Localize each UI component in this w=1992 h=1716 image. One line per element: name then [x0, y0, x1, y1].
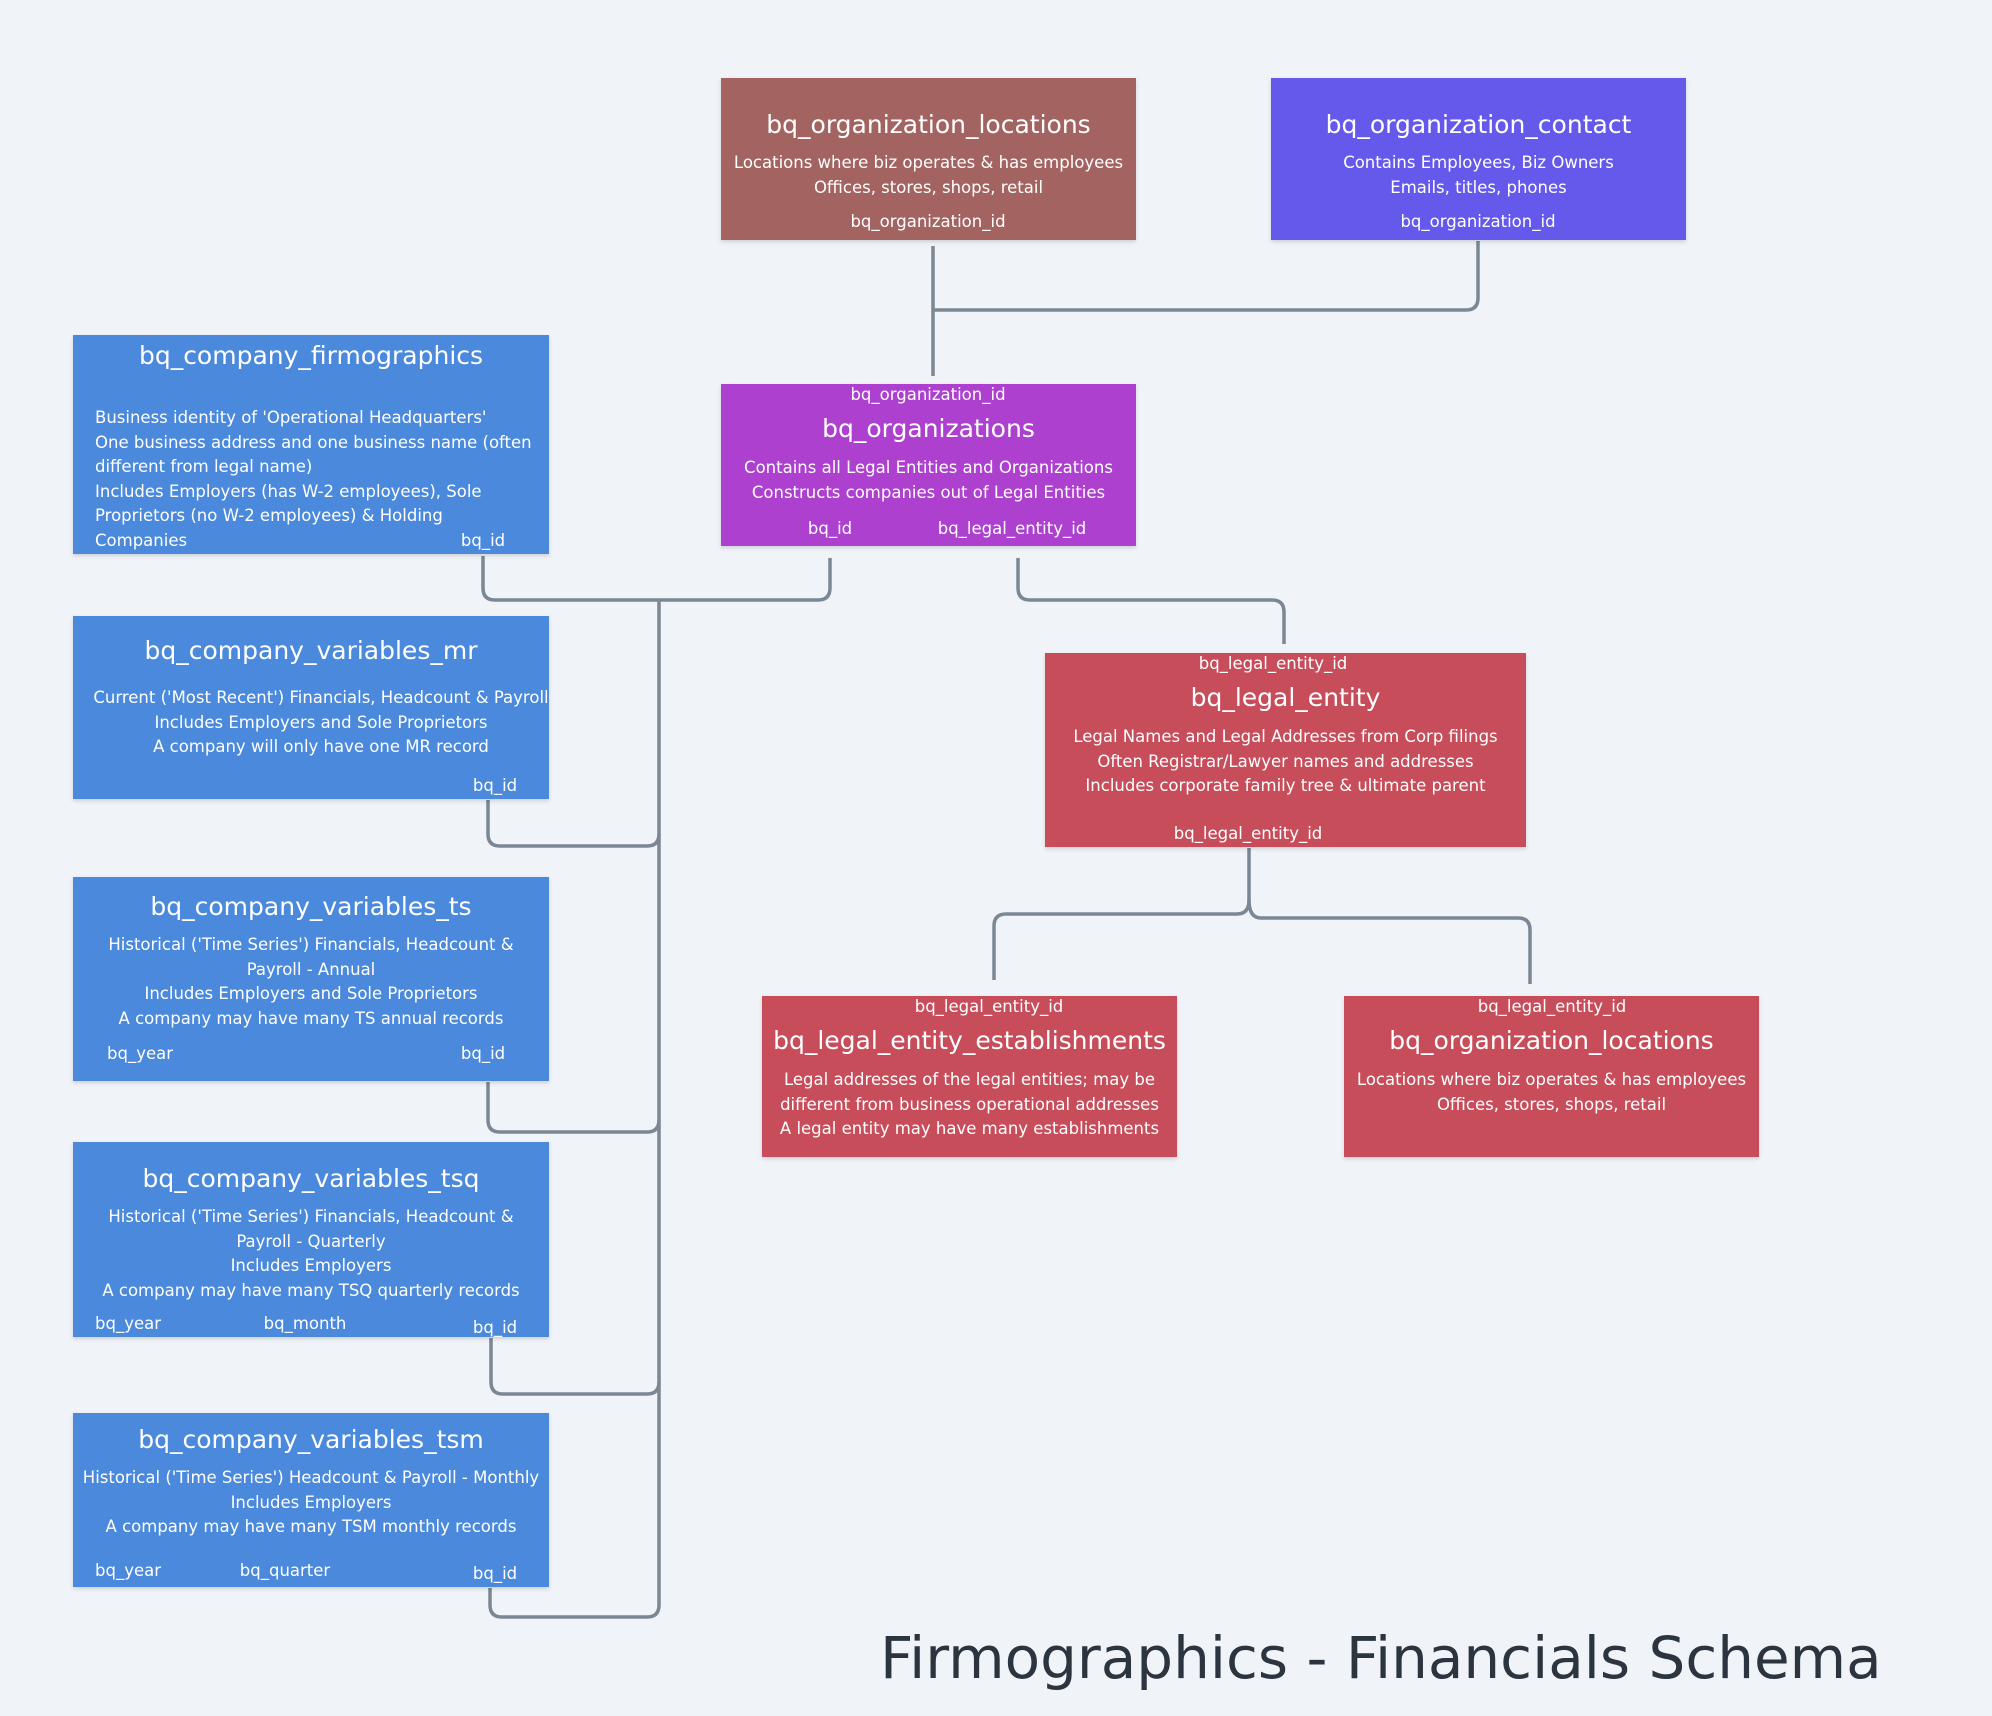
key-bq-year: bq_year: [95, 1561, 162, 1580]
key-bq-organization-id: bq_organization_id: [850, 385, 1006, 404]
desc-line: Offices, stores, shops, retail: [813, 177, 1044, 197]
key-bq-organization-id: bq_organization_id: [1400, 212, 1556, 231]
key-bq-id: bq_id: [807, 519, 853, 538]
key-bq-id: bq_id: [472, 776, 518, 795]
desc-line: Emails, titles, phones: [1390, 177, 1567, 197]
table-name: bq_company_variables_tsq: [142, 1164, 480, 1193]
desc-line: Historical ('Time Series') Financials, H…: [108, 935, 514, 954]
table-description: Historical ('Time Series') Headcount & P…: [79, 1466, 543, 1540]
table-organization-locations-bottom[interactable]: bq_legal_entity_id bq_organization_locat…: [1344, 996, 1759, 1157]
table-organization-locations-top[interactable]: bq_organization_locations Locations wher…: [721, 78, 1136, 240]
desc-line: Legal Names and Legal Addresses from Cor…: [1073, 727, 1498, 746]
table-company-variables-mr[interactable]: bq_company_variables_mr Current ('Most R…: [73, 616, 549, 799]
table-name: bq_company_firmographics: [138, 341, 484, 370]
table-description: Historical ('Time Series') Financials, H…: [79, 933, 543, 1031]
desc-line: Includes Employers: [230, 1492, 392, 1512]
desc-line: Current ('Most Recent') Financials, Head…: [93, 688, 549, 707]
desc-line: Locations where biz operates & has emplo…: [733, 153, 1124, 172]
key-bq-id: bq_id: [460, 1044, 506, 1063]
desc-line: Historical ('Time Series') Headcount & P…: [82, 1468, 540, 1487]
desc-line: Payroll - Quarterly: [236, 1231, 386, 1251]
desc-line: A company may have many TSM monthly reco…: [105, 1517, 517, 1536]
desc-line: Includes Employers (has W-2 employees), …: [95, 481, 482, 550]
desc-line: Payroll - Annual: [246, 959, 376, 979]
connector-trunk-company-variables: [488, 600, 661, 1619]
desc-line: A company may have many TS annual record…: [118, 1008, 504, 1028]
table-organizations[interactable]: bq_organization_id bq_organizations Cont…: [721, 384, 1136, 546]
table-name: bq_organization_locations: [1389, 1026, 1714, 1055]
desc-line: Legal addresses of the legal entities; m…: [784, 1070, 1155, 1089]
table-name: bq_company_variables_mr: [144, 636, 478, 665]
key-bq-year: bq_year: [95, 1314, 162, 1333]
table-name: bq_legal_entity_establishments: [773, 1026, 1166, 1055]
desc-line: Includes Employers: [230, 1256, 392, 1275]
desc-line: A company may have many TSQ quarterly re…: [102, 1280, 520, 1300]
desc-line: Contains all Legal Entities and Organiza…: [744, 458, 1113, 477]
table-description: Current ('Most Recent') Financials, Head…: [93, 686, 549, 760]
key-bq-legal-entity-id: bq_legal_entity_id: [937, 519, 1087, 538]
key-bq-id: bq_id: [472, 1318, 518, 1337]
diagram-title: Firmographics - Financials Schema: [880, 1624, 1882, 1692]
desc-line: different from business operational addr…: [780, 1094, 1159, 1114]
desc-line: Often Registrar/Lawyer names and address…: [1097, 751, 1474, 771]
connector-contact-to-organizations: [933, 241, 1480, 312]
table-name: bq_organization_contact: [1325, 110, 1632, 139]
connector-legal-entity-to-org-locations: [1247, 899, 1532, 984]
table-name: bq_organization_locations: [766, 110, 1091, 139]
desc-line: Constructs companies out of Legal Entiti…: [751, 482, 1106, 502]
table-description: Historical ('Time Series') Financials, H…: [79, 1205, 543, 1303]
desc-line: Business identity of 'Operational Headqu…: [95, 408, 487, 427]
table-description: Contains all Legal Entities and Organiza…: [727, 456, 1130, 505]
table-legal-entity-establishments[interactable]: bq_legal_entity_id bq_legal_entity_estab…: [762, 996, 1177, 1157]
desc-line: A company will only have one MR record: [153, 737, 489, 756]
key-bq-legal-entity-id: bq_legal_entity_id: [1173, 824, 1323, 843]
connector-organizations-to-legal-entity: [1016, 558, 1286, 644]
key-bq-legal-entity-id: bq_legal_entity_id: [914, 997, 1064, 1016]
key-bq-year: bq_year: [107, 1044, 174, 1063]
table-description: Legal addresses of the legal entities; m…: [768, 1068, 1171, 1142]
desc-line: Includes Employers and Sole Proprietors: [154, 712, 488, 732]
table-company-variables-ts[interactable]: bq_company_variables_ts Historical ('Tim…: [73, 877, 549, 1081]
key-bq-id: bq_id: [472, 1564, 518, 1583]
desc-line: Includes corporate family tree & ultimat…: [1085, 776, 1486, 795]
desc-line: A legal entity may have many establishme…: [779, 1119, 1160, 1138]
table-organization-contact[interactable]: bq_organization_contact Contains Employe…: [1271, 78, 1686, 240]
table-name: bq_organizations: [822, 414, 1035, 443]
desc-line: One business address and one business na…: [95, 432, 532, 477]
table-name: bq_company_variables_tsm: [138, 1425, 484, 1454]
table-company-variables-tsq[interactable]: bq_company_variables_tsq Historical ('Ti…: [73, 1142, 549, 1337]
desc-line: Historical ('Time Series') Financials, H…: [108, 1207, 514, 1226]
connector-tsq-to-trunk: [489, 1338, 661, 1396]
desc-line: Locations where biz operates & has emplo…: [1356, 1070, 1747, 1089]
desc-line: Offices, stores, shops, retail: [1436, 1094, 1667, 1114]
key-bq-quarter: bq_quarter: [239, 1561, 331, 1580]
key-bq-legal-entity-id: bq_legal_entity_id: [1198, 654, 1348, 673]
table-description: Locations where biz operates & has emplo…: [727, 151, 1130, 200]
table-company-variables-tsm[interactable]: bq_company_variables_tsm Historical ('Ti…: [73, 1413, 549, 1587]
connector-legal-entity-split: [992, 848, 1251, 980]
table-description: Locations where biz operates & has emplo…: [1350, 1068, 1753, 1117]
key-bq-organization-id: bq_organization_id: [850, 212, 1006, 231]
desc-line: Contains Employees, Biz Owners: [1343, 153, 1614, 172]
key-bq-id: bq_id: [460, 531, 506, 550]
key-bq-month: bq_month: [263, 1314, 347, 1333]
key-bq-legal-entity-id: bq_legal_entity_id: [1477, 997, 1627, 1016]
connector-ts-to-trunk: [486, 1082, 661, 1134]
table-name: bq_company_variables_ts: [150, 892, 472, 921]
connector-firmographics-to-organizations: [481, 556, 832, 602]
table-description: Business identity of 'Operational Headqu…: [95, 406, 539, 553]
table-name: bq_legal_entity: [1190, 683, 1381, 712]
table-company-firmographics[interactable]: bq_company_firmographics Business identi…: [73, 335, 549, 554]
desc-line: Includes Employers and Sole Proprietors: [144, 984, 478, 1003]
connector-mr-to-trunk: [486, 800, 661, 848]
table-description: Contains Employees, Biz Owners Emails, t…: [1277, 151, 1680, 200]
table-description: Legal Names and Legal Addresses from Cor…: [1051, 725, 1520, 799]
table-legal-entity[interactable]: bq_legal_entity_id bq_legal_entity Legal…: [1045, 653, 1526, 847]
